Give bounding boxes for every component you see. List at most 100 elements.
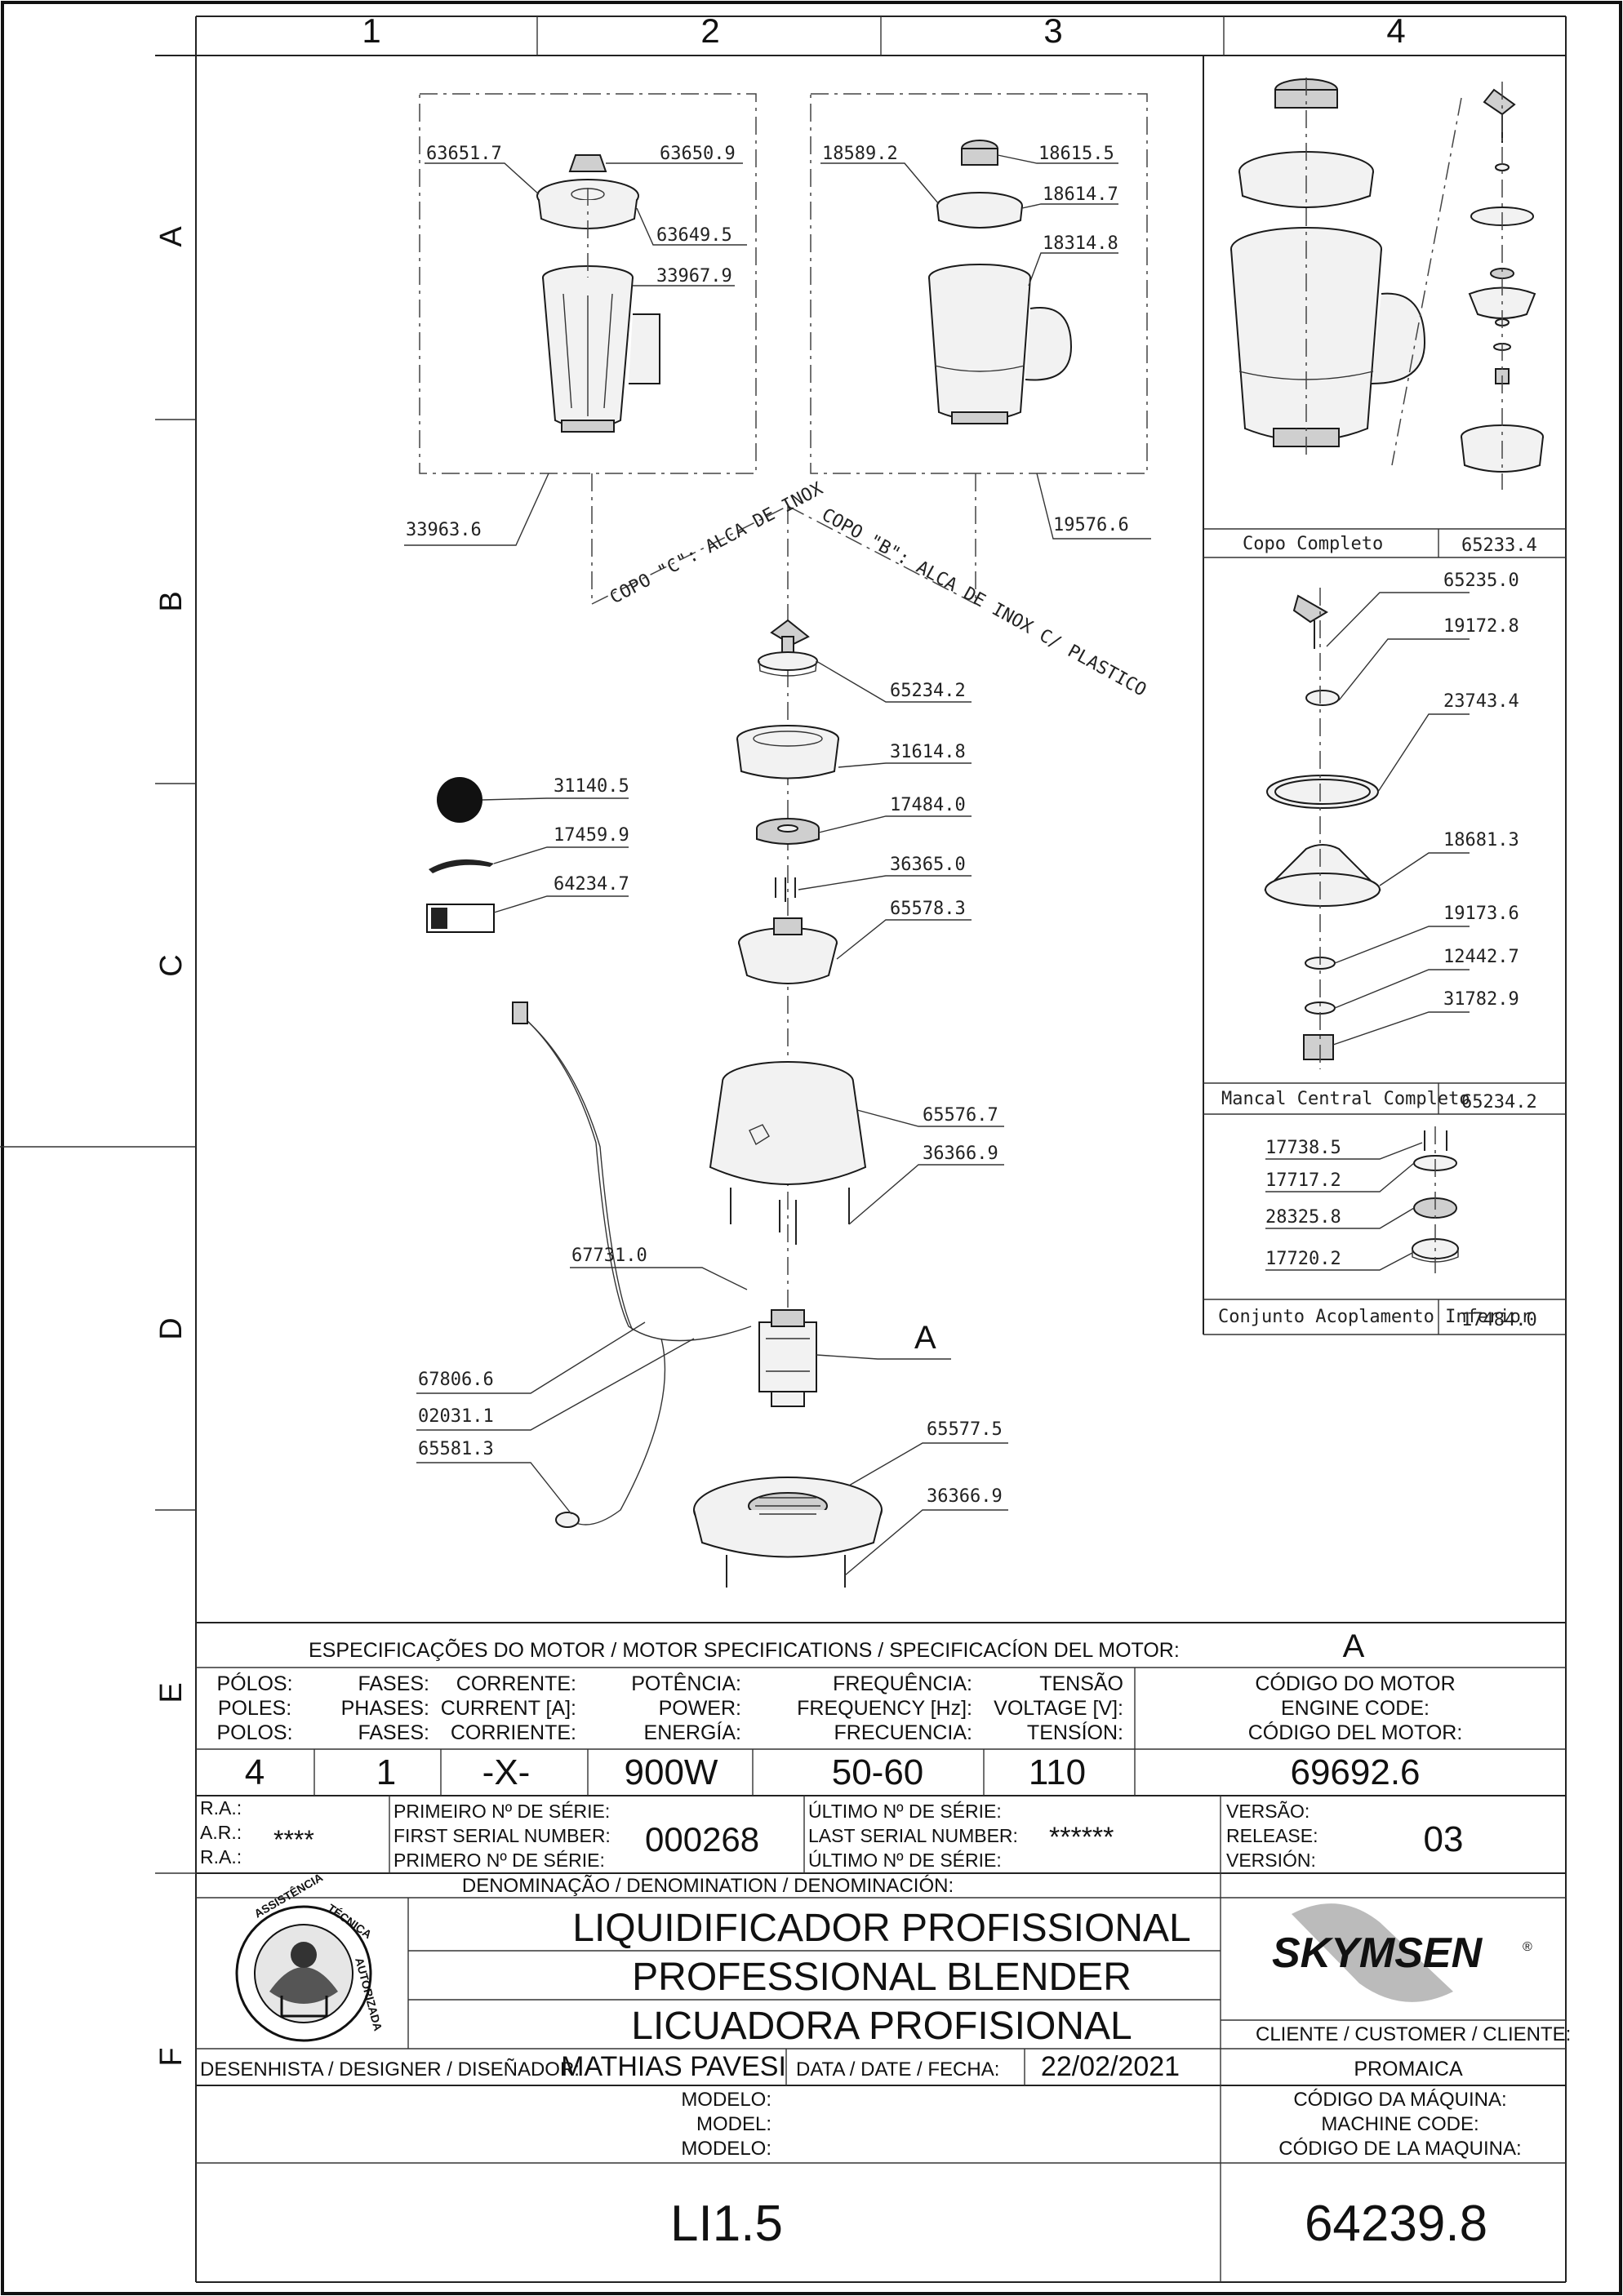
detail-mancal-central: 65235.0 19172.8 23743.4 18681.3 19173.6 … bbox=[1264, 571, 1519, 1069]
detail-mancal-31782-9: 31782.9 bbox=[1443, 989, 1519, 1010]
callout-18589-2: 18589.2 bbox=[822, 144, 898, 164]
spec-value-6: 69692.6 bbox=[1290, 1752, 1420, 1792]
first-serial-label-1: FIRST SERIAL NUMBER: bbox=[394, 1825, 611, 1846]
callout-18615-5: 18615.5 bbox=[1038, 144, 1114, 164]
spec-label-1-2: FASES: bbox=[358, 1721, 429, 1744]
detail-panel: Copo Completo 65233.4 65235.0 19172.8 23… bbox=[1203, 56, 1566, 1335]
callout-17459-9: 17459.9 bbox=[554, 825, 629, 846]
denomination-header: DENOMINAÇÃO / DENOMINATION / DENOMINACIÓ… bbox=[462, 1875, 954, 1897]
denomination-en: PROFESSIONAL BLENDER bbox=[632, 1956, 1132, 1999]
callout-65578-3: 65578.3 bbox=[890, 899, 966, 919]
screws-top bbox=[775, 877, 796, 902]
skymsen-logo: SKYMSEN ® bbox=[1272, 1903, 1532, 2002]
blade-assembly bbox=[758, 619, 818, 677]
detail-copo-completo bbox=[1230, 78, 1544, 490]
callout-67731-0: 67731.0 bbox=[571, 1246, 647, 1266]
callout-63650-9: 63650.9 bbox=[660, 144, 736, 164]
callout-18314-8: 18314.8 bbox=[1043, 233, 1118, 254]
spec-value-1: 1 bbox=[376, 1752, 396, 1792]
spec-columns: PÓLOS:POLES:POLOS:4FASES:PHASES:FASES:1C… bbox=[216, 1672, 1462, 1796]
svg-text:®: ® bbox=[1523, 1940, 1532, 1954]
detail-mancal-title: Mancal Central Completo bbox=[1221, 1089, 1470, 1109]
denomination-es: LICUADORA PROFISIONAL bbox=[631, 2005, 1132, 2048]
release-label-2: VERSIÓN: bbox=[1226, 1850, 1316, 1871]
callout-64234-7: 64234.7 bbox=[554, 874, 629, 895]
svg-text:AUTORIZADA: AUTORIZADA bbox=[353, 1956, 385, 2032]
detail-mancal-code: 65234.2 bbox=[1461, 1092, 1537, 1112]
spec-value-0: 4 bbox=[245, 1752, 265, 1792]
callout-31614-8: 31614.8 bbox=[890, 742, 966, 762]
machine-code-label-2: CÓDIGO DE LA MAQUINA: bbox=[1278, 2138, 1521, 2160]
date-label: DATA / DATE / FECHA: bbox=[796, 2058, 999, 2081]
detail-copo-title: Copo Completo bbox=[1243, 534, 1383, 554]
detail-acoplamento: 17738.5 17717.2 28325.8 17720.2 bbox=[1265, 1126, 1459, 1273]
detail-acop-17717-2: 17717.2 bbox=[1265, 1170, 1341, 1191]
spec-value-2: -X- bbox=[482, 1752, 531, 1792]
first-serial-value: 000268 bbox=[645, 1820, 759, 1859]
last-serial-label-0: ÚLTIMO Nº DE SÉRIE: bbox=[808, 1801, 1002, 1822]
detail-mancal-23743-4: 23743.4 bbox=[1443, 691, 1519, 712]
machine-code-value: 64239.8 bbox=[1305, 2196, 1487, 2252]
grid-row-a: A bbox=[154, 226, 189, 247]
detail-copo-code: 65233.4 bbox=[1461, 535, 1537, 556]
release-label-0: VERSÃO: bbox=[1226, 1801, 1310, 1822]
spec-label-3-0: POTÊNCIA: bbox=[631, 1672, 741, 1695]
grid-row-f: F bbox=[154, 2047, 189, 2066]
spec-motor-letter: A bbox=[1343, 1628, 1365, 1664]
base-assembly bbox=[693, 1477, 883, 1588]
callout-36365-0: 36365.0 bbox=[890, 855, 966, 875]
detail-acop-17738-5: 17738.5 bbox=[1265, 1138, 1341, 1158]
client-label: CLIENTE / CUSTOMER / CLIENTE: bbox=[1256, 2023, 1571, 2045]
spec-label-4-2: FRECUENCIA: bbox=[834, 1721, 972, 1744]
callout-65581-3: 65581.3 bbox=[418, 1439, 494, 1459]
callout-36366-9-bottom: 36366.9 bbox=[927, 1486, 1003, 1507]
grid-col-2: 2 bbox=[700, 11, 719, 50]
motor-housing bbox=[709, 1061, 867, 1245]
model-label-0: MODELO: bbox=[681, 2089, 771, 2111]
model-label-1: MODEL: bbox=[696, 2113, 771, 2135]
cup-b-assembly bbox=[810, 93, 1148, 474]
spec-label-5-0: TENSÃO bbox=[1039, 1672, 1123, 1695]
svg-text:SKYMSEN: SKYMSEN bbox=[1272, 1930, 1483, 1977]
cup-c-callouts: 63651.7 63650.9 63649.5 33967.9 33963.6 bbox=[404, 144, 747, 546]
spec-header: ESPECIFICAÇÕES DO MOTOR / MOTOR SPECIFIC… bbox=[309, 1638, 1180, 1662]
power-cord bbox=[512, 1001, 752, 1528]
spec-label-2-0: CORRENTE: bbox=[456, 1672, 576, 1695]
lower-coupling bbox=[756, 818, 820, 845]
last-serial-label-2: ÚLTIMO Nº DE SÉRIE: bbox=[808, 1850, 1002, 1871]
callout-02031-1: 02031.1 bbox=[418, 1406, 494, 1427]
cup-projection-lines: COPO "C": ALCA DE INOX COPO "B": ALCA DE… bbox=[591, 473, 1149, 1388]
callout-67806-6: 67806.6 bbox=[418, 1370, 494, 1390]
detail-mancal-18681-3: 18681.3 bbox=[1443, 830, 1519, 850]
spec-label-4-0: FREQUÊNCIA: bbox=[833, 1672, 972, 1695]
detail-mancal-19172-8: 19172.8 bbox=[1443, 616, 1519, 637]
cup-b-callouts: 18589.2 18615.5 18614.7 18314.8 19576.6 bbox=[820, 144, 1151, 540]
callout-17484-0: 17484.0 bbox=[890, 795, 966, 815]
spec-value-5: 110 bbox=[1029, 1752, 1086, 1792]
callout-63651-7: 63651.7 bbox=[426, 144, 502, 164]
client-value: PROMAICA bbox=[1354, 2058, 1463, 2081]
grid-row-d: D bbox=[154, 1317, 189, 1339]
detail-acop-title: Conjunto Acoplamento Inferior bbox=[1218, 1307, 1532, 1327]
denomination-pt: LIQUIDIFICADOR PROFISSIONAL bbox=[572, 1907, 1190, 1950]
machine-code-label-1: MACHINE CODE: bbox=[1321, 2113, 1478, 2135]
spec-label-0-0: PÓLOS: bbox=[216, 1672, 292, 1695]
last-serial-label-1: LAST SERIAL NUMBER: bbox=[808, 1825, 1018, 1846]
callout-63649-5: 63649.5 bbox=[656, 225, 732, 246]
brand-sticker-17459-9 bbox=[429, 859, 494, 873]
grid-row-b: B bbox=[154, 591, 189, 611]
model-label-2: MODELO: bbox=[681, 2138, 771, 2160]
seal-31140-5 bbox=[437, 777, 482, 823]
motor-unit bbox=[758, 1309, 817, 1407]
callout-18614-7: 18614.7 bbox=[1043, 184, 1118, 205]
machine-code-label-0: CÓDIGO DA MÁQUINA: bbox=[1293, 2089, 1506, 2111]
release-value: 03 bbox=[1424, 1819, 1464, 1859]
release-label-1: RELEASE: bbox=[1226, 1825, 1318, 1846]
date-value: 22/02/2021 bbox=[1041, 2051, 1180, 2082]
detail-acop-28325-8: 28325.8 bbox=[1265, 1207, 1341, 1228]
spec-label-4-1: FREQUENCY [Hz]: bbox=[797, 1697, 972, 1720]
detail-mancal-19173-6: 19173.6 bbox=[1443, 904, 1519, 924]
detail-mancal-65235-0: 65235.0 bbox=[1443, 571, 1519, 591]
detail-acop-17720-2: 17720.2 bbox=[1265, 1249, 1341, 1269]
